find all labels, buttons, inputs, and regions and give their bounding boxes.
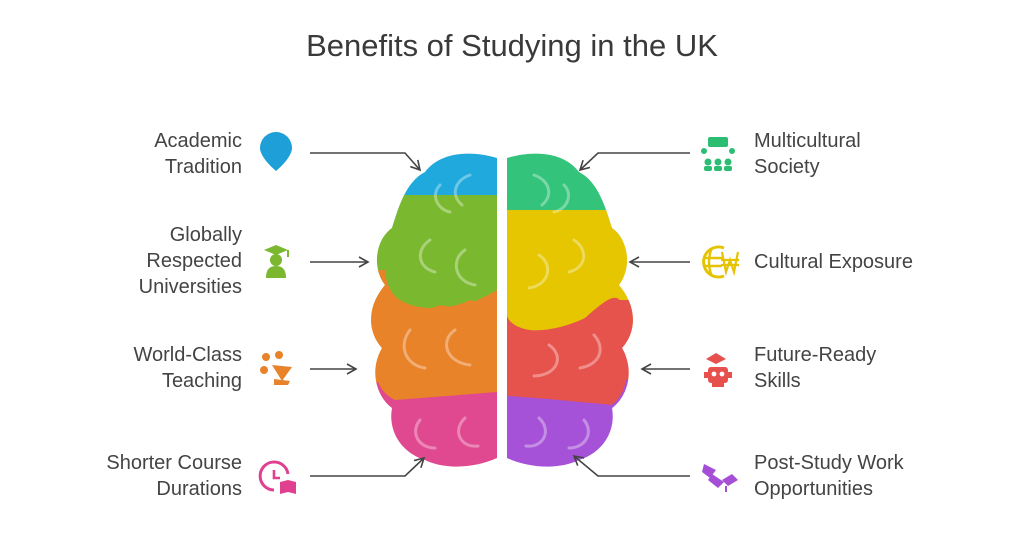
arrow-multicultural-society xyxy=(578,152,690,172)
brain-lobe-orange-overlay xyxy=(371,290,497,400)
label-globally-respected-universities: Globally Respected Universities xyxy=(138,224,242,298)
brain-left-hemisphere xyxy=(371,153,497,467)
brain-lobe-red-overlay xyxy=(507,297,632,405)
arrows-right xyxy=(572,152,690,477)
brain-lobe-yellow-overlay xyxy=(507,219,618,332)
teaching-icon xyxy=(260,351,292,385)
label-academic-tradition: Academic Tradition xyxy=(154,130,242,178)
brain-right-hemisphere xyxy=(507,153,633,467)
globe-currency-icon xyxy=(702,245,740,279)
brain-lobe-green-overlay xyxy=(385,200,497,309)
label-cultural-exposure: Cultural Exposure xyxy=(754,251,913,273)
people-network-icon xyxy=(701,137,735,171)
arrow-post-study-work xyxy=(572,454,690,477)
label-post-study-work-opportunities: Post-Study Work Opportunities xyxy=(754,452,904,500)
label-shorter-course-durations: Shorter Course Durations xyxy=(106,452,242,500)
graduate-icon xyxy=(264,245,289,278)
label-future-ready-skills: Future-Ready Skills xyxy=(754,344,877,392)
clock-book-icon xyxy=(258,460,296,494)
diploma-cap-icon xyxy=(702,464,738,492)
bank-building-pin-icon xyxy=(260,132,292,171)
label-multicultural-society: Multicultural Society xyxy=(754,130,861,178)
arrow-academic-tradition xyxy=(310,152,422,172)
robot-graduate-icon xyxy=(704,353,732,387)
arrow-shorter-course xyxy=(310,456,426,477)
label-world-class-teaching: World-Class Teaching xyxy=(133,344,242,392)
page-title: Benefits of Studying in the UK xyxy=(306,28,718,63)
arrows-left xyxy=(310,152,426,477)
